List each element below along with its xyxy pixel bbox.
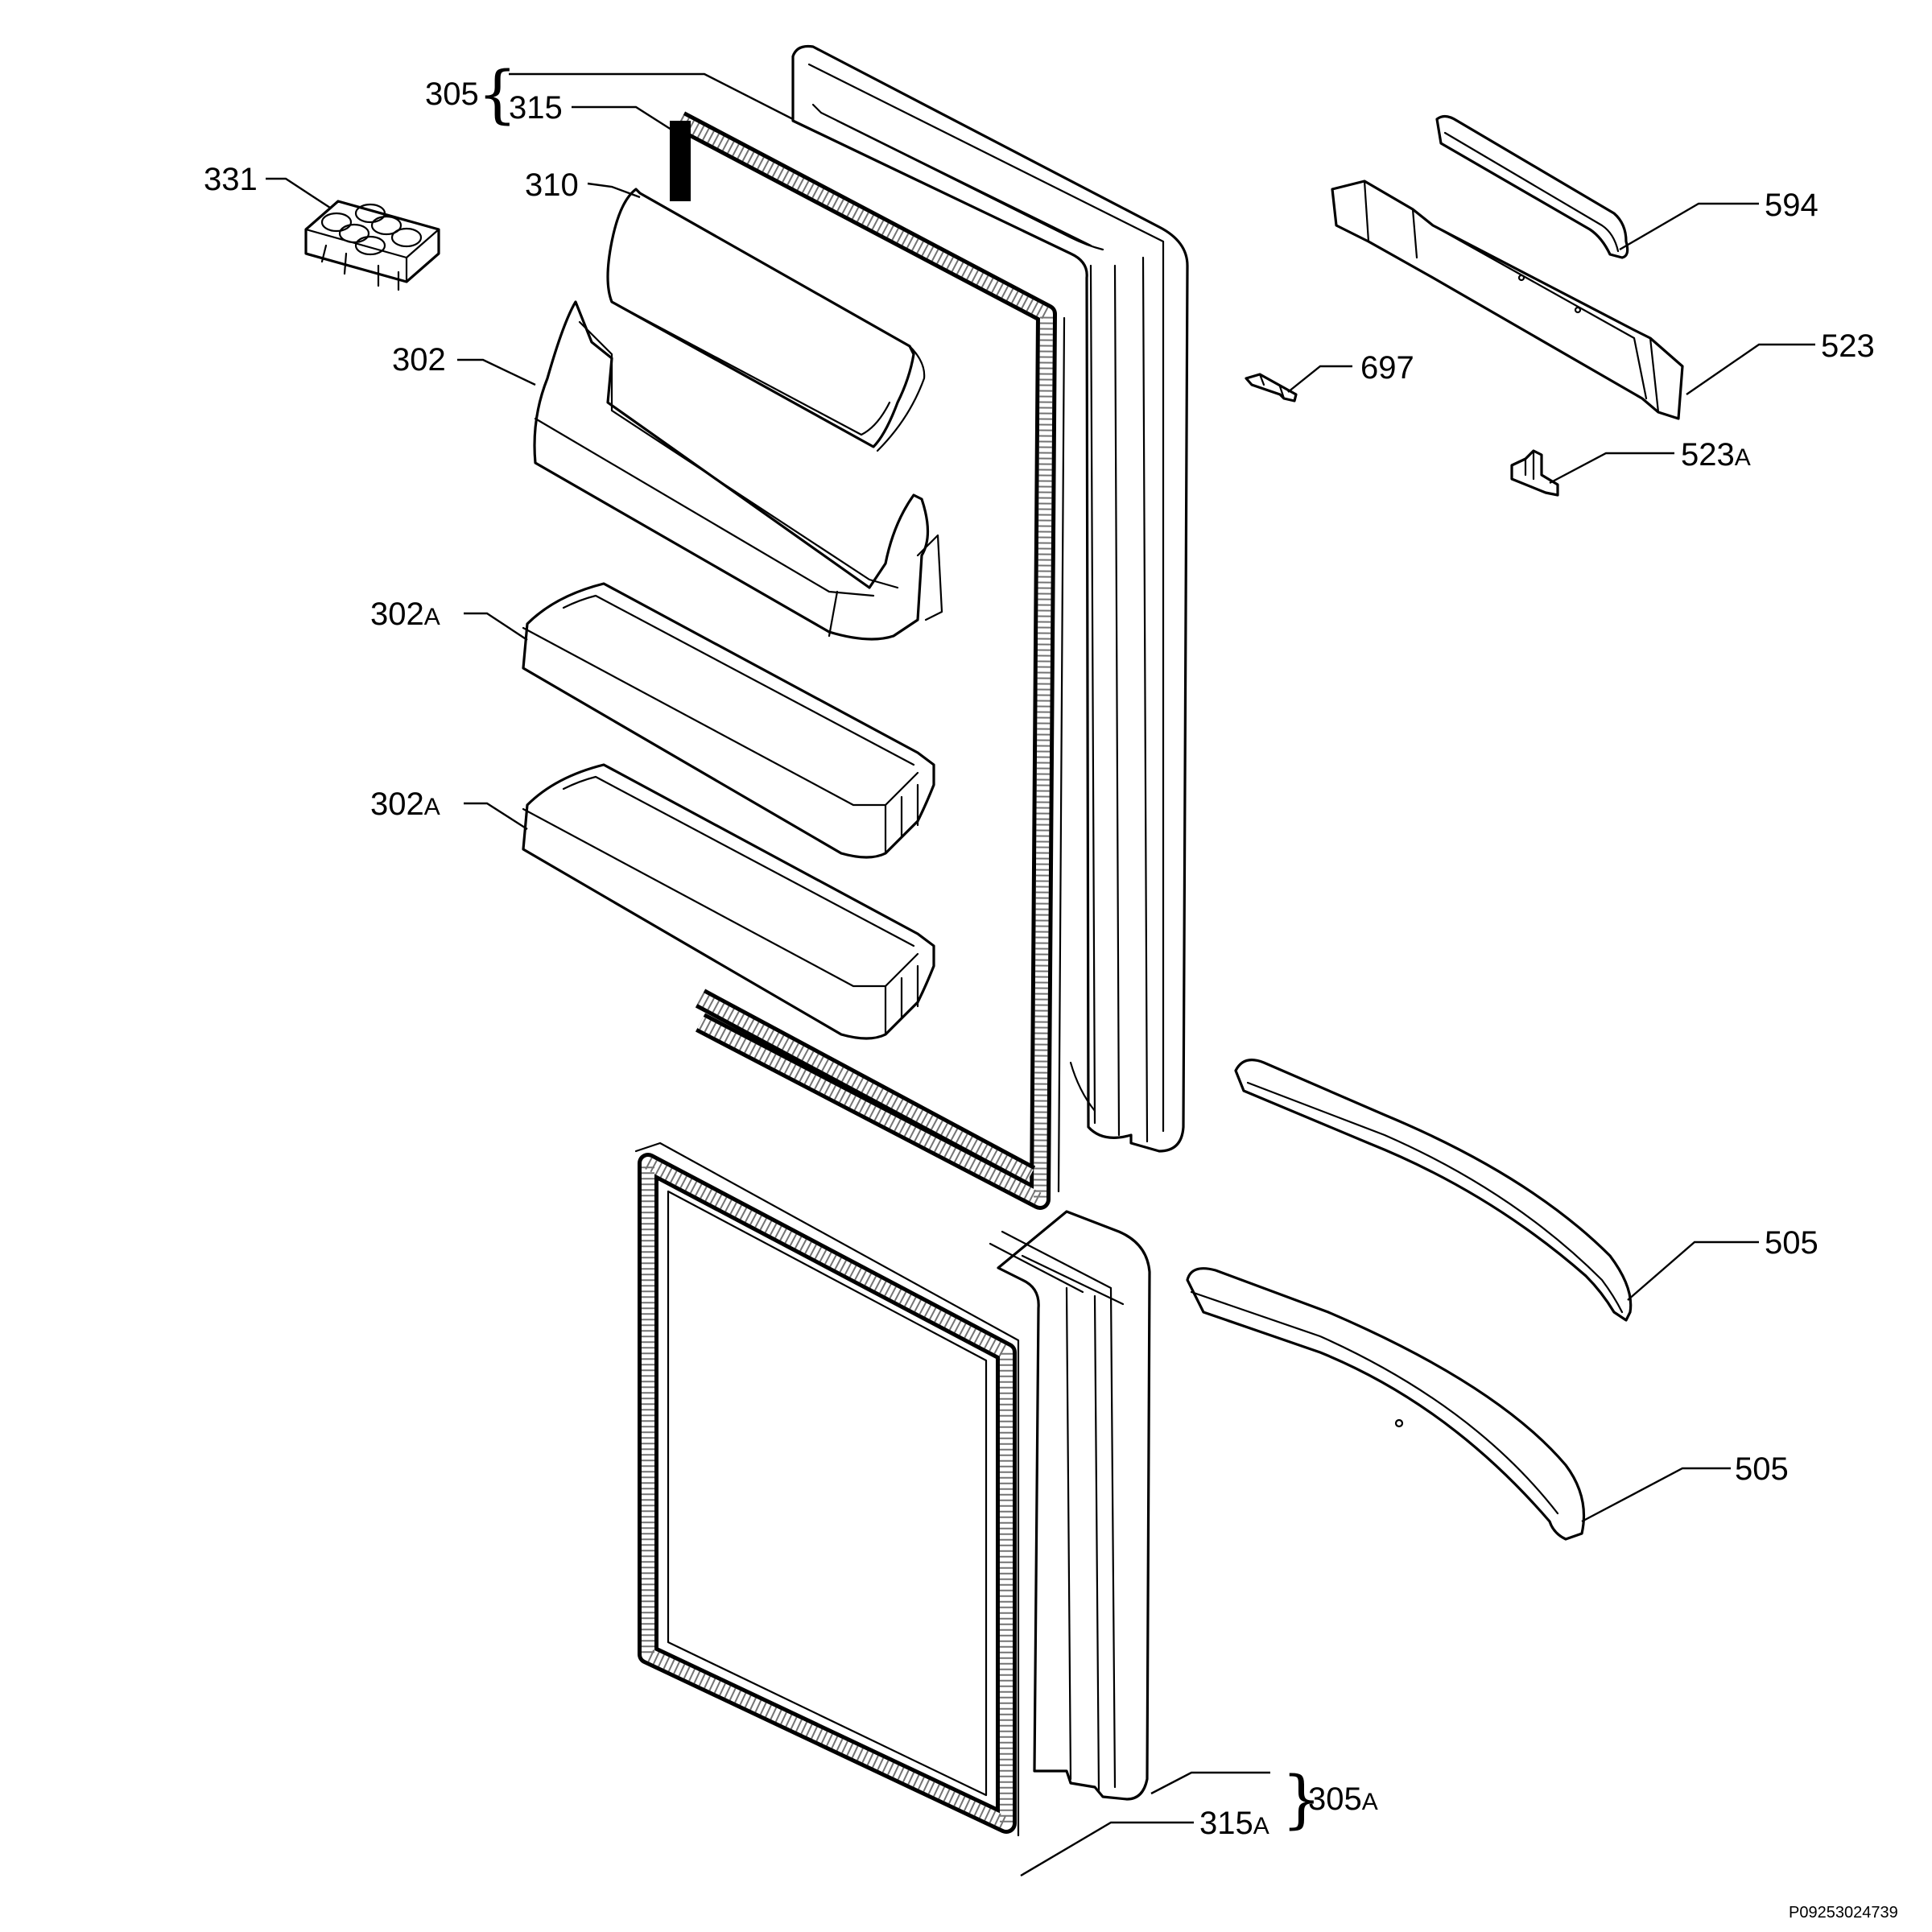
lower-door-gasket — [634, 1141, 1020, 1837]
handle-505-upper — [1234, 1059, 1633, 1322]
drawing-code: P09253024739 — [1789, 1904, 1898, 1922]
label-697: 697 — [1360, 350, 1414, 386]
egg-tray — [304, 200, 440, 291]
handle-505-lower — [1186, 1267, 1585, 1541]
handle-bracket-523 — [1331, 180, 1684, 420]
label-594: 594 — [1765, 188, 1818, 223]
label-302a-1: 302A — [370, 597, 440, 632]
upper-door-panel — [791, 44, 1189, 1153]
label-310: 310 — [525, 167, 579, 203]
leader-lines — [266, 72, 1815, 1877]
label-523: 523 — [1821, 328, 1875, 364]
brace-305: { — [477, 59, 518, 131]
label-331: 331 — [204, 162, 258, 197]
handle-cover-594 — [1435, 114, 1629, 259]
door-bin-small-1 — [522, 582, 935, 859]
label-305: 305 — [425, 76, 479, 112]
label-315a: 315A — [1199, 1806, 1269, 1841]
label-523a: 523A — [1681, 437, 1751, 473]
clip-697 — [1245, 373, 1298, 402]
label-302: 302 — [392, 342, 446, 378]
dairy-lid — [606, 188, 926, 452]
label-315: 315 — [509, 90, 563, 126]
part-labels: 305 { 315 331 310 302 302A 302A 594 523 … — [204, 59, 1898, 1922]
label-505-lower: 505 — [1735, 1451, 1789, 1487]
door-bin-small-2 — [522, 763, 935, 1040]
brace-305a: } — [1282, 1764, 1322, 1836]
door-bin-large — [533, 300, 943, 641]
clip-523a — [1510, 449, 1559, 497]
lower-door-panel — [989, 1210, 1151, 1801]
label-305a: 305A — [1308, 1781, 1378, 1817]
label-505-upper: 505 — [1765, 1225, 1818, 1261]
label-302a-2: 302A — [370, 786, 440, 822]
